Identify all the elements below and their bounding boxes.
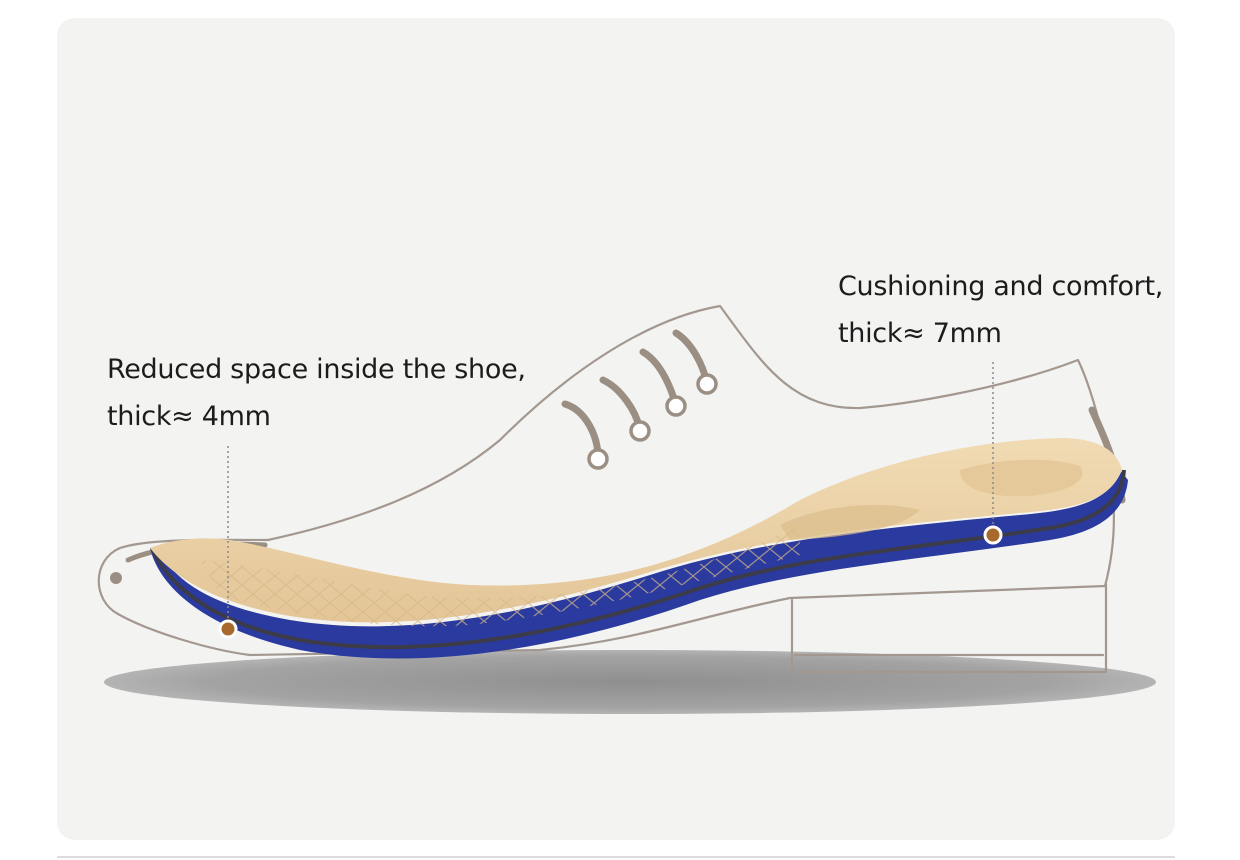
toe-dot bbox=[110, 572, 122, 584]
forefoot-callout: Reduced space inside the shoe, thick≈ 4m… bbox=[107, 346, 526, 440]
insole-top-surface bbox=[150, 438, 1122, 623]
floor-shadow bbox=[104, 650, 1156, 714]
heel-callout: Cushioning and comfort, thick≈ 7mm bbox=[838, 263, 1163, 357]
insole-arch-pad bbox=[780, 505, 920, 540]
insole-heel-cup bbox=[960, 459, 1083, 497]
forefoot-callout-line1: Reduced space inside the shoe, bbox=[107, 354, 526, 385]
insole-waffle-texture bbox=[200, 525, 800, 627]
heel-marker bbox=[983, 525, 1003, 545]
bottom-divider bbox=[57, 856, 1175, 858]
insole-edge bbox=[150, 469, 1126, 650]
forefoot-marker bbox=[218, 619, 238, 639]
forefoot-callout-line2: thick≈ 4mm bbox=[107, 401, 271, 432]
shoe-eyelets bbox=[587, 373, 718, 470]
heel-callout-line1: Cushioning and comfort, bbox=[838, 271, 1164, 302]
heel-callout-line2: thick≈ 7mm bbox=[838, 318, 1002, 349]
